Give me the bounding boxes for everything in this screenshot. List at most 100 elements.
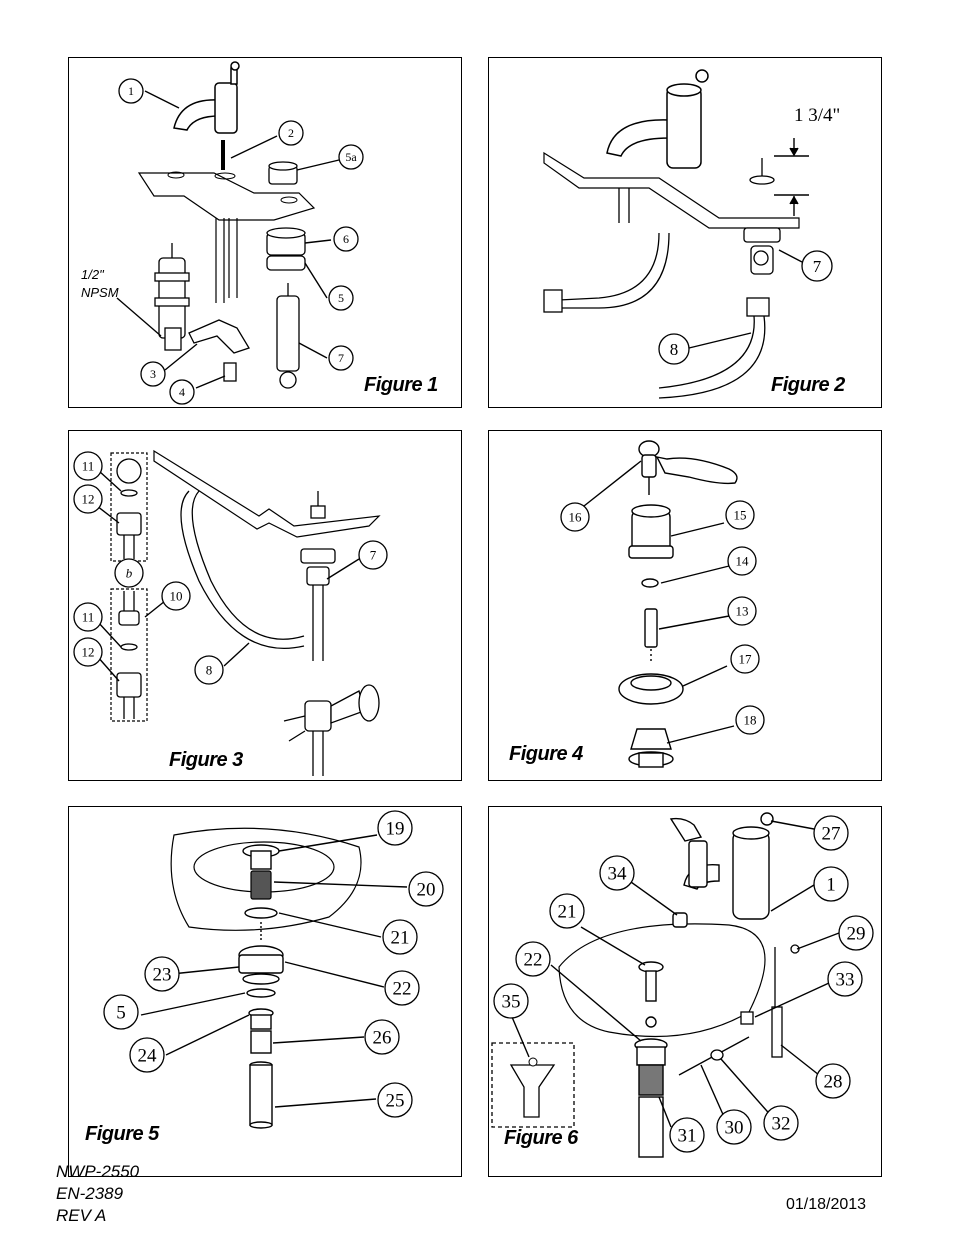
figure-4-title: Figure 4	[509, 743, 583, 765]
callout-label-5a: 5a	[345, 150, 357, 164]
callout-circle-12	[73, 484, 103, 514]
callout-circle-17	[730, 644, 760, 674]
npsm-note-line1: 1/2"	[81, 267, 104, 282]
callout-label-5: 5	[116, 1003, 126, 1024]
callout-label-20: 20	[417, 880, 436, 901]
part-5a	[268, 161, 298, 185]
callout-circle-18	[735, 705, 765, 735]
callout-circle-b	[114, 558, 144, 588]
valve-assembly	[300, 491, 336, 661]
callout-circle-21	[382, 919, 418, 955]
callout-label-5: 5	[338, 291, 344, 305]
callout-circle-11	[73, 451, 103, 481]
callout-circle-7	[328, 345, 354, 371]
deck-section	[137, 171, 316, 221]
part-13	[644, 608, 658, 663]
callout-circle-24	[129, 1037, 165, 1073]
callout-circle-29	[838, 915, 874, 951]
callout-circle-8	[658, 333, 690, 365]
callout-label-24: 24	[138, 1046, 158, 1067]
npsm-note: 1/2" NPSM	[81, 266, 119, 302]
callout-circle-10	[161, 581, 191, 611]
callout-label-22: 22	[393, 979, 412, 1000]
callout-label-b: b	[126, 566, 133, 581]
callout-circle-33	[827, 961, 863, 997]
pivot-rod	[678, 1036, 750, 1076]
callout-label-10: 10	[170, 589, 183, 604]
supply-hose-left	[543, 188, 670, 313]
part-21	[244, 907, 278, 942]
deck-section	[153, 449, 381, 538]
figure-1-title: Figure 1	[364, 374, 438, 396]
part-4	[223, 362, 237, 382]
callout-label-32: 32	[772, 1114, 791, 1135]
callout-label-25: 25	[386, 1091, 405, 1112]
faucet-body	[606, 69, 709, 169]
part-22-23	[238, 945, 284, 985]
callout-label-33: 33	[836, 970, 855, 991]
callout-circle-12	[73, 637, 103, 667]
callout-circle-19	[377, 810, 413, 846]
leader-lines	[96, 470, 360, 682]
callout-circle-25	[377, 1082, 413, 1118]
figure-6-title: Figure 6	[504, 1127, 578, 1149]
callout-circle-6	[333, 226, 359, 252]
callout-circle-7	[801, 250, 833, 282]
model-number: NWP-2550	[56, 1162, 140, 1181]
callout-label-14: 14	[736, 554, 750, 569]
callout-label-6: 6	[343, 232, 349, 246]
callout-label-21: 21	[558, 902, 577, 923]
callout-label-7: 7	[813, 257, 822, 276]
callout-label-15: 15	[734, 508, 747, 523]
callout-circle-2	[278, 120, 304, 146]
faucet-spout	[173, 61, 240, 134]
callout-circle-30	[716, 1109, 752, 1145]
callout-label-21: 21	[391, 928, 410, 949]
callout-label-3: 3	[150, 367, 156, 381]
figure-2-title: Figure 2	[771, 374, 845, 396]
valve-cartridge-left	[154, 243, 190, 351]
part-14	[641, 578, 659, 588]
document-date: 01/18/2013	[786, 1196, 867, 1213]
leader-lines	[688, 249, 803, 349]
part-26	[248, 1008, 274, 1030]
callout-label-8: 8	[670, 340, 679, 359]
faucet-assembly	[669, 812, 774, 920]
callout-circle-16	[560, 502, 590, 532]
callout-circle-4	[169, 379, 195, 405]
callout-circle-31	[669, 1117, 705, 1153]
part-18	[628, 728, 674, 768]
callout-circle-28	[815, 1063, 851, 1099]
part-15	[628, 504, 674, 559]
callout-label-11: 11	[82, 459, 95, 474]
callout-circle-27	[813, 815, 849, 851]
callout-circle-22	[515, 941, 551, 977]
part-34	[672, 912, 688, 928]
part-24	[250, 1030, 272, 1054]
leader-lines	[511, 820, 840, 1128]
callout-circle-22	[384, 970, 420, 1006]
supply-hose-8	[180, 490, 305, 650]
figure-3-title: Figure 3	[169, 749, 243, 771]
callout-circle-35	[493, 983, 529, 1019]
detail-b-parts	[116, 591, 142, 719]
callout-label-17: 17	[739, 652, 753, 667]
part-5-washer	[246, 988, 276, 998]
deck-section	[543, 151, 800, 229]
supply-hoses	[215, 218, 238, 303]
callout-label-19: 19	[386, 819, 405, 840]
callout-label-1: 1	[128, 84, 134, 98]
shutoff-valve	[283, 684, 380, 776]
supply-hose-8	[658, 297, 770, 399]
part-19	[242, 844, 280, 870]
lift-rod	[221, 140, 225, 170]
part-7	[276, 283, 300, 389]
callout-label-7: 7	[370, 548, 377, 563]
